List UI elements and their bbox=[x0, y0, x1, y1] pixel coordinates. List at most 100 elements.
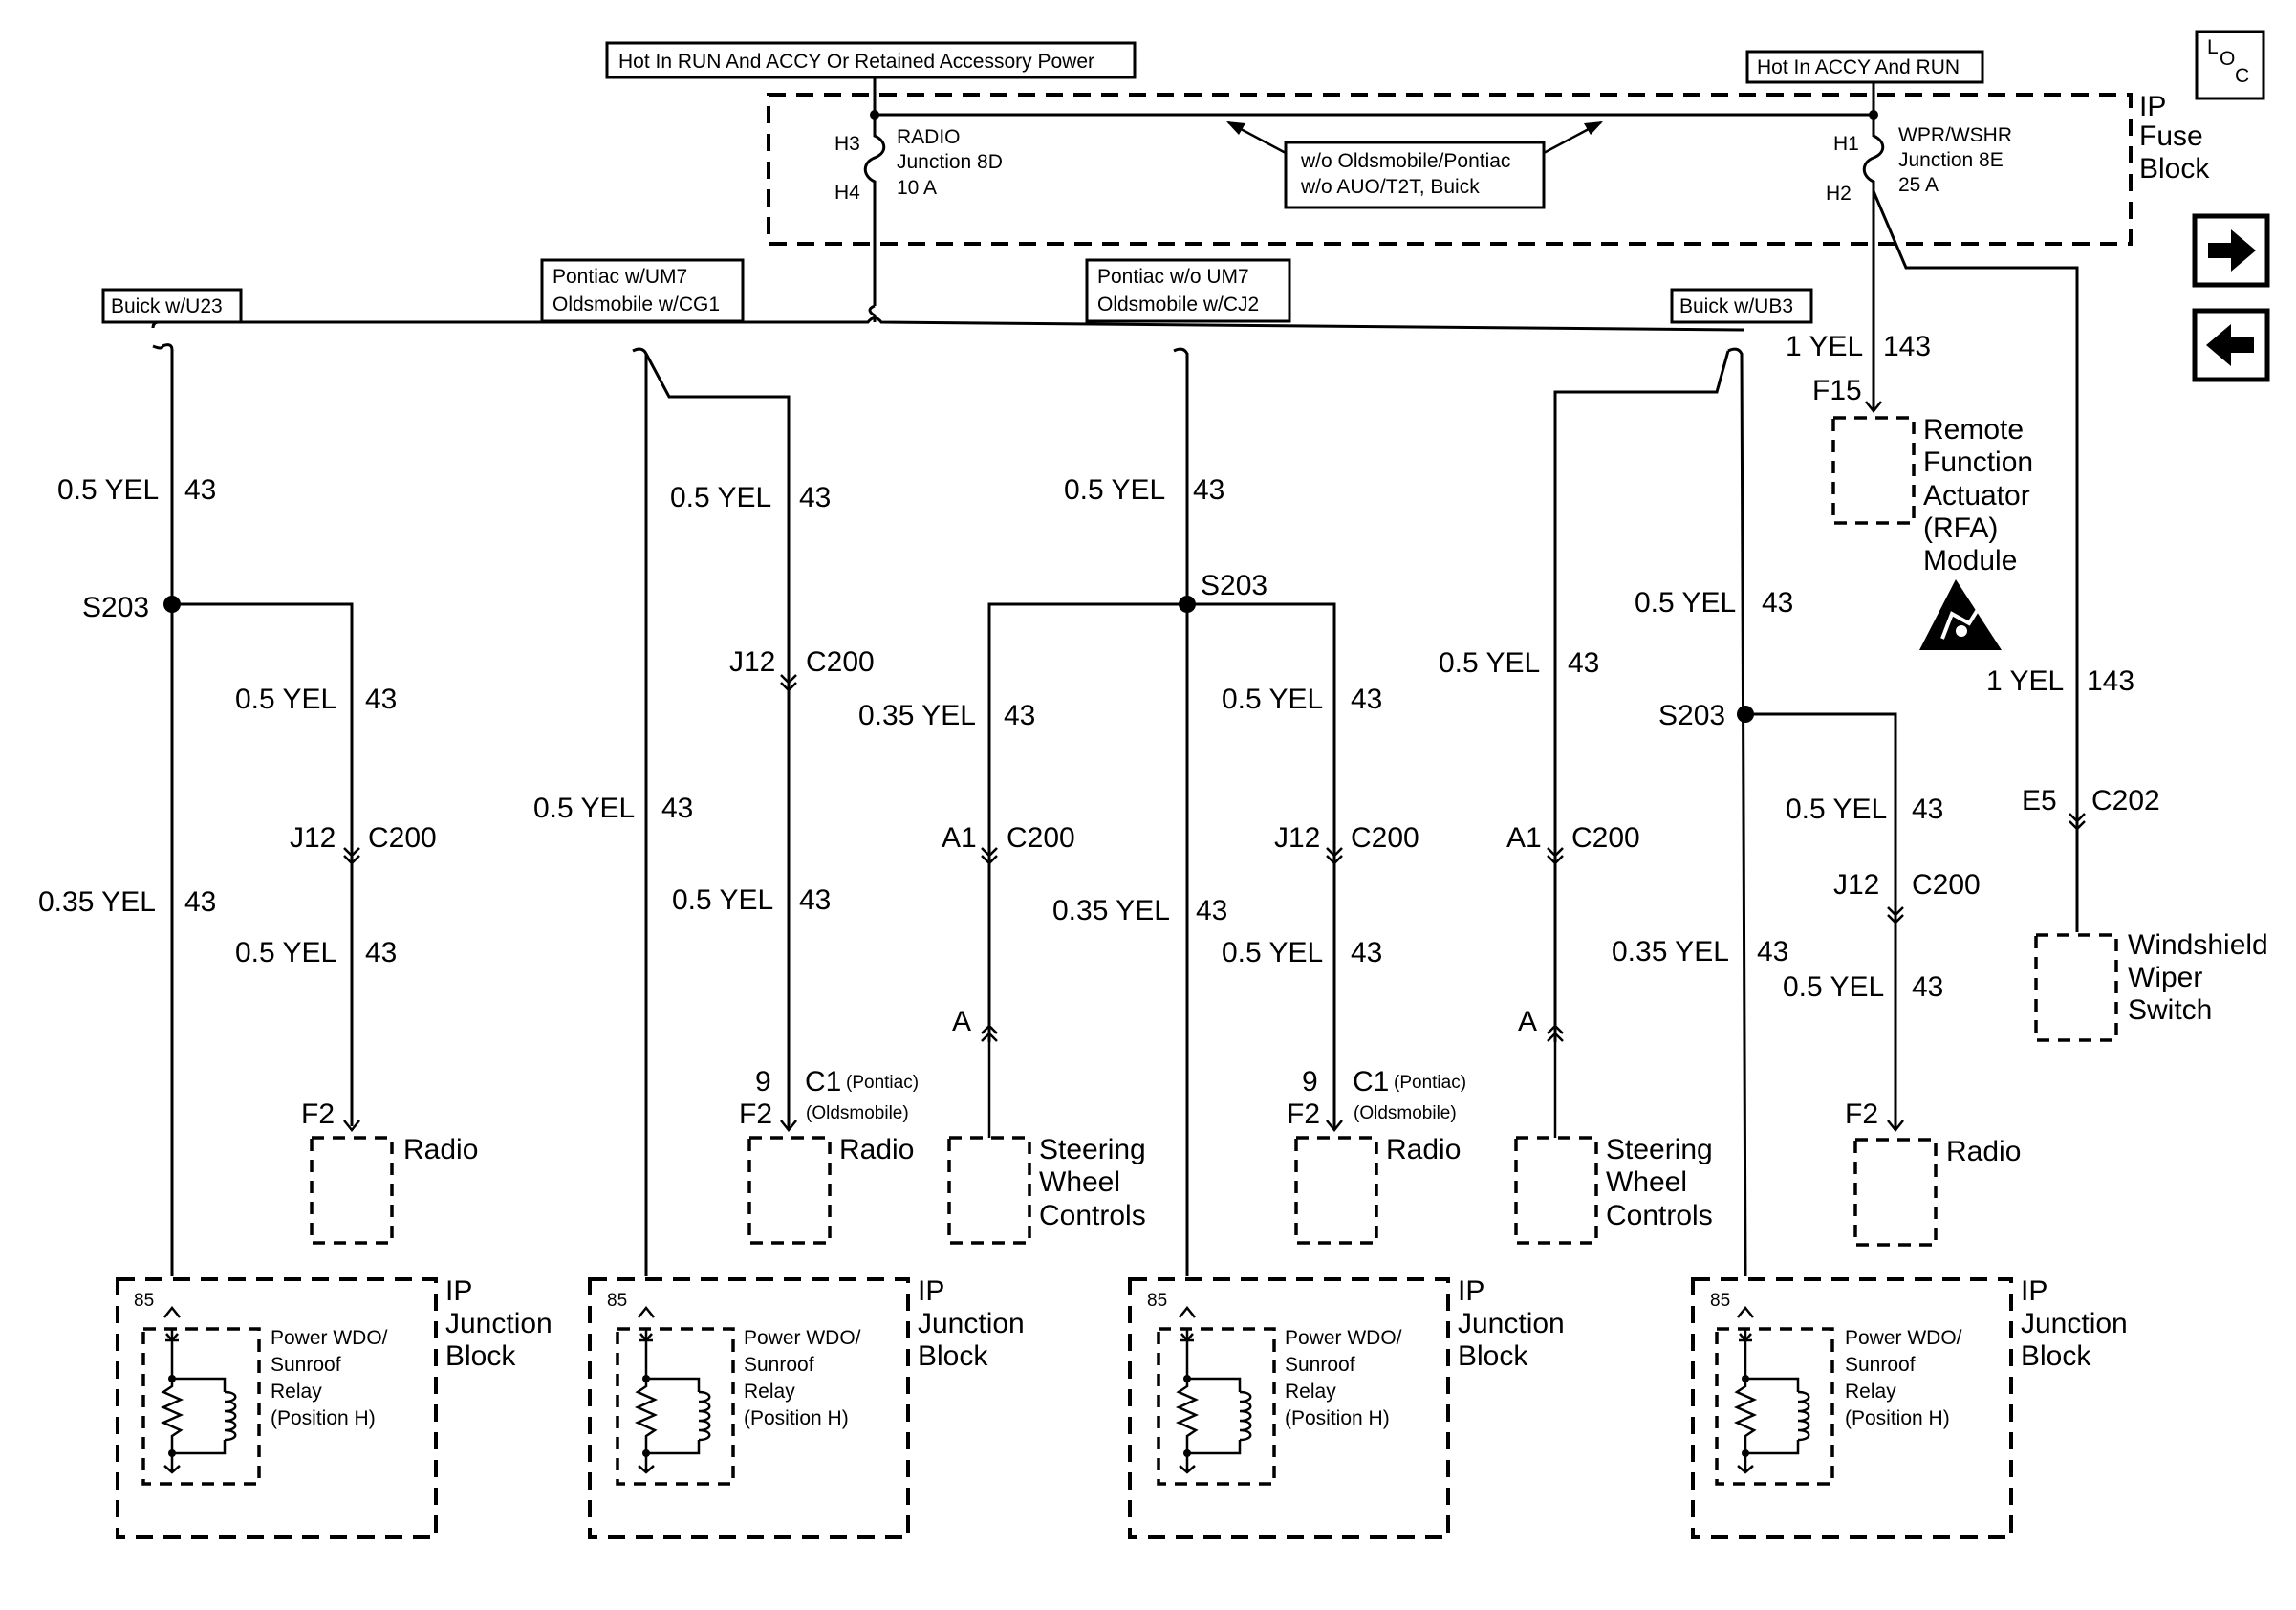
wpr-fuse-name: WPR/WSHR bbox=[1898, 124, 2012, 146]
component-outline bbox=[116, 1277, 438, 1539]
diagram-label: Relay bbox=[1285, 1381, 1336, 1403]
diagram-label: Oldsmobile w/CG1 bbox=[552, 294, 720, 315]
diagram-label: 43 bbox=[1912, 794, 1943, 825]
diagram-label: 0.5 YEL bbox=[1439, 647, 1540, 679]
diagram-label: 43 bbox=[1193, 474, 1224, 506]
diagram-label: F2 bbox=[739, 1099, 772, 1130]
diagram-label: F2 bbox=[1845, 1099, 1878, 1130]
arrow-right-icon bbox=[2208, 229, 2256, 272]
diagram-label: 0.5 YEL bbox=[1635, 587, 1736, 619]
diagram-label: Junction bbox=[2021, 1308, 2128, 1339]
previous-page-button[interactable] bbox=[2192, 308, 2270, 382]
component-outline bbox=[1128, 1277, 1450, 1539]
diagram-label: A bbox=[952, 1006, 971, 1037]
diagram-label: Junction bbox=[918, 1308, 1025, 1339]
diagram-label: IP bbox=[1458, 1275, 1484, 1307]
diagram-label: 43 bbox=[799, 884, 831, 916]
component-outline bbox=[2195, 30, 2265, 100]
diagram-label: A1 bbox=[1506, 822, 1542, 854]
diagram-label: Wheel bbox=[1039, 1166, 1120, 1198]
radio-fuse-name: RADIO bbox=[897, 126, 961, 148]
diagram-label: Radio bbox=[1386, 1134, 1461, 1165]
wpr-circuit-wiper-switch: 1 YEL 143 E5 C202 Windshield Wiper Switc… bbox=[1872, 190, 2268, 1042]
radio-fuse-rating: 10 A bbox=[897, 177, 937, 199]
ip-junction-block-4: IP Junction Block 85 Power WDO/ Sunroof … bbox=[1691, 1275, 2128, 1539]
rfa-module-component bbox=[1831, 416, 1916, 525]
diagram-label: 43 bbox=[365, 684, 397, 715]
diagram-label: 0.5 YEL bbox=[533, 793, 635, 824]
diagram-label: 1 YEL bbox=[1986, 665, 2064, 697]
loc-letter-l: L bbox=[2207, 36, 2219, 58]
ip-fuse-block-title-3: Block bbox=[2139, 153, 2210, 185]
diagram-label: Radio bbox=[839, 1134, 914, 1165]
radio-component bbox=[310, 1136, 394, 1245]
diagram-label: 43 bbox=[1762, 587, 1793, 619]
diagram-label: C202 bbox=[2091, 785, 2160, 816]
ip-junction-block-1: IP Junction Block 85 Power WDO/ Sunroof … bbox=[116, 1275, 552, 1539]
radio-component bbox=[1853, 1138, 1938, 1247]
diagram-label: Power WDO/ bbox=[1845, 1327, 1962, 1349]
radio-fuse-pin-in: H3 bbox=[834, 133, 860, 155]
radio-fuse-junction: Junction 8D bbox=[897, 151, 1003, 173]
diagram-label: 43 bbox=[184, 474, 216, 506]
diagram-label: S203 bbox=[1201, 570, 1267, 601]
next-page-button[interactable] bbox=[2192, 213, 2270, 288]
locator-button[interactable]: L O C bbox=[2195, 30, 2265, 100]
option-note-line-1: w/o Oldsmobile/Pontiac bbox=[1300, 150, 1510, 172]
accy-run-power-label: Hot In ACCY And RUN bbox=[1757, 56, 1960, 78]
component-outline bbox=[101, 288, 243, 324]
diagram-label: 85 bbox=[607, 1291, 627, 1311]
diagram-label: 43 bbox=[1004, 700, 1035, 731]
diagram-label: Block bbox=[445, 1340, 516, 1372]
wpr-wshr-fuse: H1 H2 WPR/WSHR Junction 8E 25 A bbox=[1826, 115, 2012, 205]
diagram-label: Wiper bbox=[2128, 962, 2202, 993]
radio-fuse-pin-out: H4 bbox=[834, 182, 860, 204]
diagram-label: (Oldsmobile) bbox=[1354, 1103, 1457, 1123]
diagram-label: Relay bbox=[744, 1381, 795, 1403]
diagram-label: 43 bbox=[661, 793, 693, 824]
diagram-label: 85 bbox=[1710, 1291, 1730, 1311]
diagram-label: C1 bbox=[805, 1066, 841, 1098]
diagram-label: 0.5 YEL bbox=[670, 482, 771, 513]
diagram-label: 1 YEL bbox=[1786, 331, 1863, 362]
ip-fuse-block-outline bbox=[767, 93, 2133, 246]
diagram-label: 85 bbox=[134, 1291, 154, 1311]
branch-pontiac-um7: 0.5 YEL 43 J12 C200 0.5 YEL 43 0.5 YEL 4… bbox=[533, 347, 919, 1276]
diagram-label: C200 bbox=[368, 822, 437, 854]
radio-component bbox=[1294, 1136, 1378, 1245]
diagram-label: C1 bbox=[1353, 1066, 1389, 1098]
diagram-label: C200 bbox=[806, 646, 875, 678]
diagram-label: Windshield bbox=[2128, 929, 2268, 961]
diagram-label: 85 bbox=[1147, 1291, 1167, 1311]
diagram-label: J12 bbox=[1833, 869, 1879, 901]
diagram-label: 9 bbox=[1302, 1066, 1318, 1098]
diagram-label: Buick w/UB3 bbox=[1679, 295, 1793, 317]
branch-pontiac-wo-um7: 0.5 YEL 43 S203 0.35 YEL 43 A1 C200 A St… bbox=[858, 347, 1466, 1276]
diagram-label: 0.5 YEL bbox=[672, 884, 773, 916]
component-outline bbox=[1670, 288, 1813, 324]
diagram-label: (Pontiac) bbox=[1394, 1073, 1466, 1093]
diagram-label: Sunroof bbox=[1845, 1354, 1916, 1376]
diagram-label: Steering bbox=[1039, 1134, 1146, 1165]
diagram-label: 43 bbox=[1351, 684, 1382, 715]
accy-run-power-tag: Hot In ACCY And RUN bbox=[1745, 50, 1984, 84]
diagram-label: Pontiac w/o UM7 bbox=[1097, 266, 1249, 288]
diagram-label: Relay bbox=[271, 1381, 322, 1403]
diagram-label: 43 bbox=[1912, 971, 1943, 1003]
variant-tag-buick-u23: Buick w/U23 bbox=[101, 288, 243, 324]
diagram-label: C200 bbox=[1571, 822, 1640, 854]
variant-tag-pontiac-um7: Pontiac w/UM7 Oldsmobile w/CG1 bbox=[540, 258, 745, 323]
variant-tag-pontiac-wo-um7: Pontiac w/o UM7 Oldsmobile w/CJ2 bbox=[1085, 258, 1291, 323]
distribution-bus bbox=[151, 316, 1745, 332]
diagram-label: (Position H) bbox=[1845, 1407, 1950, 1429]
diagram-label: 0.5 YEL bbox=[1222, 937, 1323, 968]
diagram-label: 43 bbox=[1351, 937, 1382, 968]
diagram-label: 0.35 YEL bbox=[1052, 895, 1170, 926]
diagram-label: C200 bbox=[1912, 869, 1981, 901]
splice-dot bbox=[1956, 625, 1967, 637]
diagram-label: J12 bbox=[729, 646, 775, 678]
diagram-label: 0.5 YEL bbox=[1222, 684, 1323, 715]
diagram-label: J12 bbox=[1274, 822, 1320, 854]
option-note-line-2: w/o AUO/T2T, Buick bbox=[1300, 176, 1480, 198]
wpr-fuse-pin-in: H1 bbox=[1833, 133, 1859, 155]
